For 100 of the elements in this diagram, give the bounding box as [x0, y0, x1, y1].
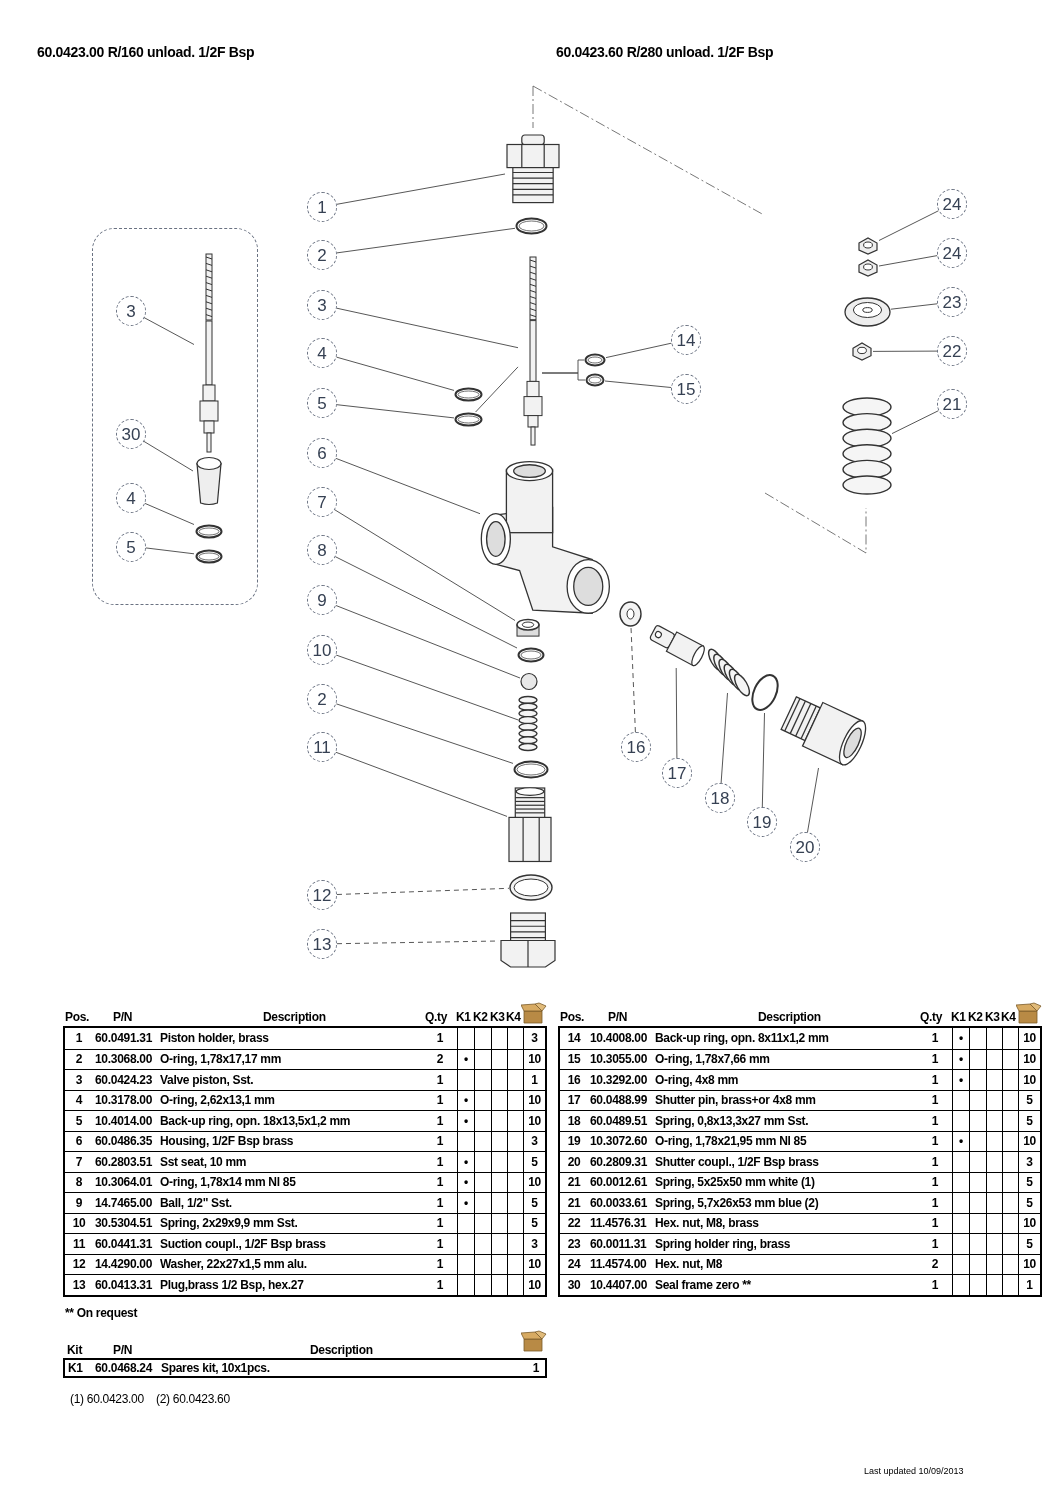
callout-number: 1: [307, 192, 337, 222]
column-header: Description: [758, 1011, 821, 1023]
o-ring: [748, 672, 782, 713]
part-description: O-ring, 1,78x21,95 mm Nl 85: [655, 1135, 808, 1148]
part-number: 60.2809.31: [590, 1155, 649, 1168]
part-number: 11.4576.31: [590, 1217, 648, 1230]
spring: [842, 397, 892, 495]
coupling: [507, 787, 553, 863]
callout-number: 30: [116, 419, 146, 449]
position-number: 20: [566, 1155, 582, 1168]
o-ring: [454, 412, 483, 427]
callout-number: 10: [307, 635, 337, 665]
part-description: Shutter pin, brass+or 4x8 mm: [655, 1094, 817, 1107]
position-number: 23: [566, 1237, 582, 1250]
callout-number: 2: [307, 684, 337, 714]
part-number: 60.0468.24: [95, 1362, 154, 1374]
leader-line: [336, 173, 506, 205]
quantity: 1: [930, 1094, 940, 1107]
part-number: 60.2803.51: [95, 1155, 154, 1168]
pack-quantity: 10: [523, 1254, 545, 1274]
part-number: 30.5304.51: [95, 1217, 154, 1230]
column-header: Kit: [67, 1344, 83, 1356]
hex-nut: [857, 236, 879, 256]
pack-quantity: 3: [523, 1131, 545, 1151]
column-header: Description: [263, 1011, 326, 1023]
part-description: O-ring, 4x8 mm: [655, 1073, 740, 1086]
quantity: 1: [435, 1114, 445, 1127]
callout-number: 7: [307, 487, 337, 517]
quantity: 1: [930, 1135, 940, 1148]
part-description: Plug,brass 1/2 Bsp, hex.27: [160, 1278, 305, 1291]
quantity: 1: [930, 1278, 940, 1291]
quantity: 1: [435, 1217, 445, 1230]
part-number: 10.3064.01: [95, 1176, 154, 1189]
pack-quantity: 3: [523, 1028, 545, 1049]
part-description: Spring, 0,8x13,3x27 mm Sst.: [655, 1114, 810, 1127]
pack-quantity: 5: [523, 1152, 545, 1172]
callout-number: 18: [705, 783, 735, 813]
position-number: 21: [566, 1176, 582, 1189]
part-description: Spring, 2x29x9,9 mm Sst.: [160, 1217, 299, 1230]
o-ring: [195, 549, 223, 564]
part-number: 10.3292.00: [590, 1073, 649, 1086]
washer: [619, 601, 642, 627]
column-header: K2: [968, 1011, 983, 1023]
column-header: K2: [473, 1011, 488, 1023]
callout-number: 21: [937, 389, 967, 419]
quantity: 1: [930, 1032, 940, 1045]
column-header: Pos.: [65, 1011, 90, 1023]
position-number: 3: [74, 1073, 84, 1086]
pack-quantity: 3: [523, 1234, 545, 1254]
quantity: 1: [930, 1196, 940, 1209]
callout-number: 13: [307, 929, 337, 959]
quantity: 1: [435, 1155, 445, 1168]
quantity: 1: [930, 1114, 940, 1127]
callout-number: 12: [307, 880, 337, 910]
pack-quantity: 1: [1018, 1275, 1040, 1295]
pack-quantity: 10: [523, 1111, 545, 1131]
callout-number: 14: [671, 325, 701, 355]
part-number: 60.0441.31: [95, 1237, 154, 1250]
callout-number: 17: [662, 758, 692, 788]
pack-quantity: 5: [1018, 1172, 1040, 1192]
update-date: Last updated 10/09/2013: [864, 1465, 964, 1478]
part-number: 60.0491.31: [95, 1032, 154, 1045]
part-number: 60.0488.99: [590, 1094, 649, 1107]
position-number: 4: [74, 1094, 84, 1107]
column-header: K4: [1001, 1011, 1016, 1023]
o-ring: [584, 353, 606, 367]
part-description: Ball, 1/2" Sst.: [160, 1196, 233, 1209]
quantity: 1: [930, 1155, 940, 1168]
part-description: Washer, 22x27x1,5 mm alu.: [160, 1258, 308, 1271]
kit-mark: •: [959, 1073, 963, 1086]
position-number: 8: [74, 1176, 84, 1189]
position-number: 6: [74, 1135, 84, 1148]
quantity: 1: [435, 1258, 445, 1271]
leader-line: [335, 751, 508, 817]
position-number: 5: [74, 1114, 84, 1127]
callout-number: 11: [307, 732, 337, 762]
position-number: 2: [74, 1053, 84, 1066]
position-number: 17: [566, 1094, 582, 1107]
position-number: 1: [74, 1032, 84, 1045]
column-header: K1: [951, 1011, 966, 1023]
quantity: 1: [435, 1135, 445, 1148]
quantity: 1: [930, 1237, 940, 1250]
part-number: 60.0033.61: [590, 1196, 649, 1209]
part-number: 10.4407.00: [590, 1278, 649, 1291]
leader-line: [142, 440, 194, 472]
callout-number: 4: [116, 483, 146, 513]
position-number: 15: [566, 1053, 582, 1066]
part-description: Shutter coupl., 1/2F Bsp brass: [655, 1155, 820, 1168]
heading: 60.0423.00 R/160 unload. 1/2F Bsp: [37, 43, 255, 62]
column-header: K3: [985, 1011, 1000, 1023]
part-description: Housing, 1/2F Bsp brass: [160, 1135, 295, 1148]
pack-quantity: 10: [1018, 1049, 1040, 1069]
part-description: O-ring, 2,62x13,1 mm: [160, 1094, 276, 1107]
part-number: 10.3055.00: [590, 1053, 649, 1066]
part-description: Hex. nut, M8: [655, 1258, 724, 1271]
column-header: P/N: [113, 1344, 133, 1356]
ball: [520, 672, 538, 691]
o-ring: [513, 760, 549, 779]
leader-line: [144, 547, 195, 555]
position-number: 21: [566, 1196, 582, 1209]
